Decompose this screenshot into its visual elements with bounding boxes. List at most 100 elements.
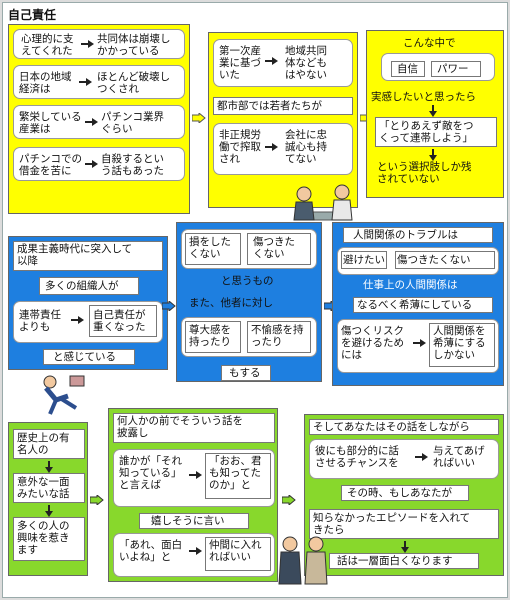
arrow-right [81, 40, 95, 48]
panel-community-collapse: 心理的に支 えてくれた 共同体は崩壊し かかっている 日本の地域 経済は ほとん… [8, 24, 190, 214]
arrow-right [413, 339, 427, 347]
page-title: 自己責任 [8, 8, 57, 22]
text-you-knew: 「おお、君 も知ってた のか」と [209, 455, 262, 491]
text-at-that-time: その時、もしあなたが [347, 487, 452, 499]
flow-arrow-3 [161, 296, 176, 313]
text-new-episode: 知らなかったエピソードを入れて きたら [313, 512, 471, 536]
panel-famous-people: 歴史上の有 名人の 意外な一面 みたいな話 多くの人の 興味を惹き ます [8, 422, 88, 576]
arrow-right [415, 453, 429, 461]
text-give-chance: 彼にも部分的に話 させるチャンスを [315, 445, 399, 469]
label-happily-say [139, 513, 249, 529]
label-you-knew [205, 453, 271, 499]
text-no-loss: 損をした くない [189, 236, 231, 260]
text-prosperous-industry: 繁栄している 産業は [19, 111, 82, 135]
label-only-way [429, 323, 495, 367]
text-interesting: 「あれ、面白 いよね」と [119, 539, 183, 563]
text-power: パワー [437, 63, 469, 75]
row-prosperous-industry [13, 105, 185, 139]
label-unexpected-side [13, 473, 85, 503]
arrow-right [189, 547, 203, 555]
text-should-give: 与えてあげ ればいい [433, 445, 485, 469]
panel-share-story: 何人かの前でそういう話を 披露し 誰かが「それ 知っている」 と言えば 「おお、… [108, 408, 278, 582]
text-while-telling: そしてあなたはその話をしながら [313, 421, 470, 433]
panel-self-responsibility: 成果主義時代に突入して 以降 多くの組織人が 連帯責任 よりも 自己責任が 重く… [8, 236, 168, 370]
text-destroyed: ほとんど破壊し つくされ [97, 71, 171, 95]
row-give-chance [309, 439, 499, 479]
text-make-enemy: 「とりあえず敵をつ くって連帯しよう」 [379, 120, 474, 144]
panel-self-protection: 損をした くない 傷つきた くない と思うもの また、他者に対し 尊大感を 持っ… [176, 222, 322, 382]
text-arrogance: 尊大感を 持ったり [189, 324, 231, 348]
label-displeasure [247, 321, 311, 353]
text-community-collapsing: 共同体は崩壊し かかっている [97, 33, 171, 57]
label-many-workers [39, 277, 139, 295]
label-share-story [113, 413, 275, 443]
text-toward-others: また、他者に対し [189, 297, 273, 309]
row-community [13, 29, 185, 59]
text-trouble: 人間関係のトラブルは [353, 229, 458, 241]
arrow-right [265, 57, 279, 65]
label-also-do [221, 365, 271, 381]
label-interest [13, 517, 85, 561]
label-dont-hurt [395, 251, 495, 269]
text-happily-say: 嬉しそうに言い [151, 515, 225, 527]
row-pachinko-debt [13, 147, 185, 181]
text-avoid-risk: 傷つくリスク を避けるため には [341, 325, 404, 361]
text-in-this-situation: こんな中で [403, 37, 456, 49]
text-urban-youth: 都市部では若者たちが [217, 100, 322, 112]
label-trouble [343, 227, 493, 243]
panel-urban-youth: 第一次産 業に基づ いた 地域共同 体なども はやない 都市部では若者たちが 非… [208, 32, 358, 208]
text-no-community: 地域共同 体なども はやない [285, 45, 327, 81]
text-local-economy: 日本の地域 経済は [19, 71, 72, 95]
text-work-relations: 仕事上の人間関係は [363, 279, 458, 291]
arrow-down [401, 541, 409, 553]
flow-arrow-6 [281, 490, 296, 507]
text-also-do: もする [229, 367, 261, 379]
arrow-right [265, 143, 279, 151]
flow-arrow-1 [191, 108, 206, 125]
text-confidence: 自信 [397, 63, 418, 75]
text-primary-industry: 第一次産 業に基づ いた [219, 45, 261, 81]
text-psychological-support: 心理的に支 えてくれた [21, 33, 74, 57]
text-join-group: 仲間に入れ ればいい [209, 539, 262, 563]
text-joint-responsibility: 連帯責任 よりも [19, 309, 61, 333]
label-no-hurt [247, 233, 311, 265]
text-only-choice: という選択肢しか残 されていない [377, 161, 472, 185]
arrow-right [71, 316, 85, 324]
arrow-right [85, 160, 99, 168]
arrow-right [85, 118, 99, 126]
panel-enemy-solidarity: こんな中で 自信 パワー 実感したいと思ったら 「とりあえず敵をつ くって連帯し… [366, 30, 504, 198]
text-someone-knows: 誰かが「それ 知っている」 と言えば [119, 455, 182, 491]
label-new-episode [309, 509, 499, 539]
arrow-down [45, 505, 53, 517]
label-at-that-time [341, 485, 469, 501]
label-performance-era [13, 241, 163, 271]
label-famous-person [13, 429, 85, 459]
text-avoid: 避けたい [343, 254, 385, 266]
text-no-hurt: 傷つきた くない [253, 236, 295, 260]
text-more-interesting: 話は一層面白くなります [337, 555, 453, 567]
text-suicide-stories: 自殺するとい う話もあった [101, 153, 164, 177]
panel-tell-story: そしてあなたはその話をしながら 彼にも部分的に話 させるチャンスを 与えてあげ … [304, 414, 504, 576]
label-self-responsibility [89, 305, 157, 337]
label-they-feel [43, 349, 135, 365]
text-famous-person: 歴史上の有 名人の [17, 432, 70, 456]
text-pachinko-debt: パチンコでの 借金を苦に [19, 153, 82, 177]
row-local-economy [13, 65, 185, 99]
label-join-group [205, 537, 271, 571]
text-unexpected-side: 意外な一面 みたいな話 [17, 476, 70, 500]
meeting-illustration [292, 182, 356, 232]
text-many-workers: 多くの組織人が [45, 280, 119, 292]
arrow-right [79, 78, 93, 86]
arrow-right [189, 471, 203, 479]
text-those-who-think: と思うもの [221, 275, 274, 287]
label-no-loss [185, 233, 241, 265]
text-only-way: 人間関係を 希薄にする しかない [433, 325, 486, 361]
row-primary-industry [213, 39, 353, 87]
tag-confidence [391, 61, 425, 77]
label-arrogance [185, 321, 241, 353]
label-urban-youth [213, 97, 353, 115]
arrow-down [429, 149, 437, 161]
label-more-interesting [329, 553, 479, 569]
label-keep-thin [353, 297, 493, 313]
row-exploited [213, 123, 353, 175]
